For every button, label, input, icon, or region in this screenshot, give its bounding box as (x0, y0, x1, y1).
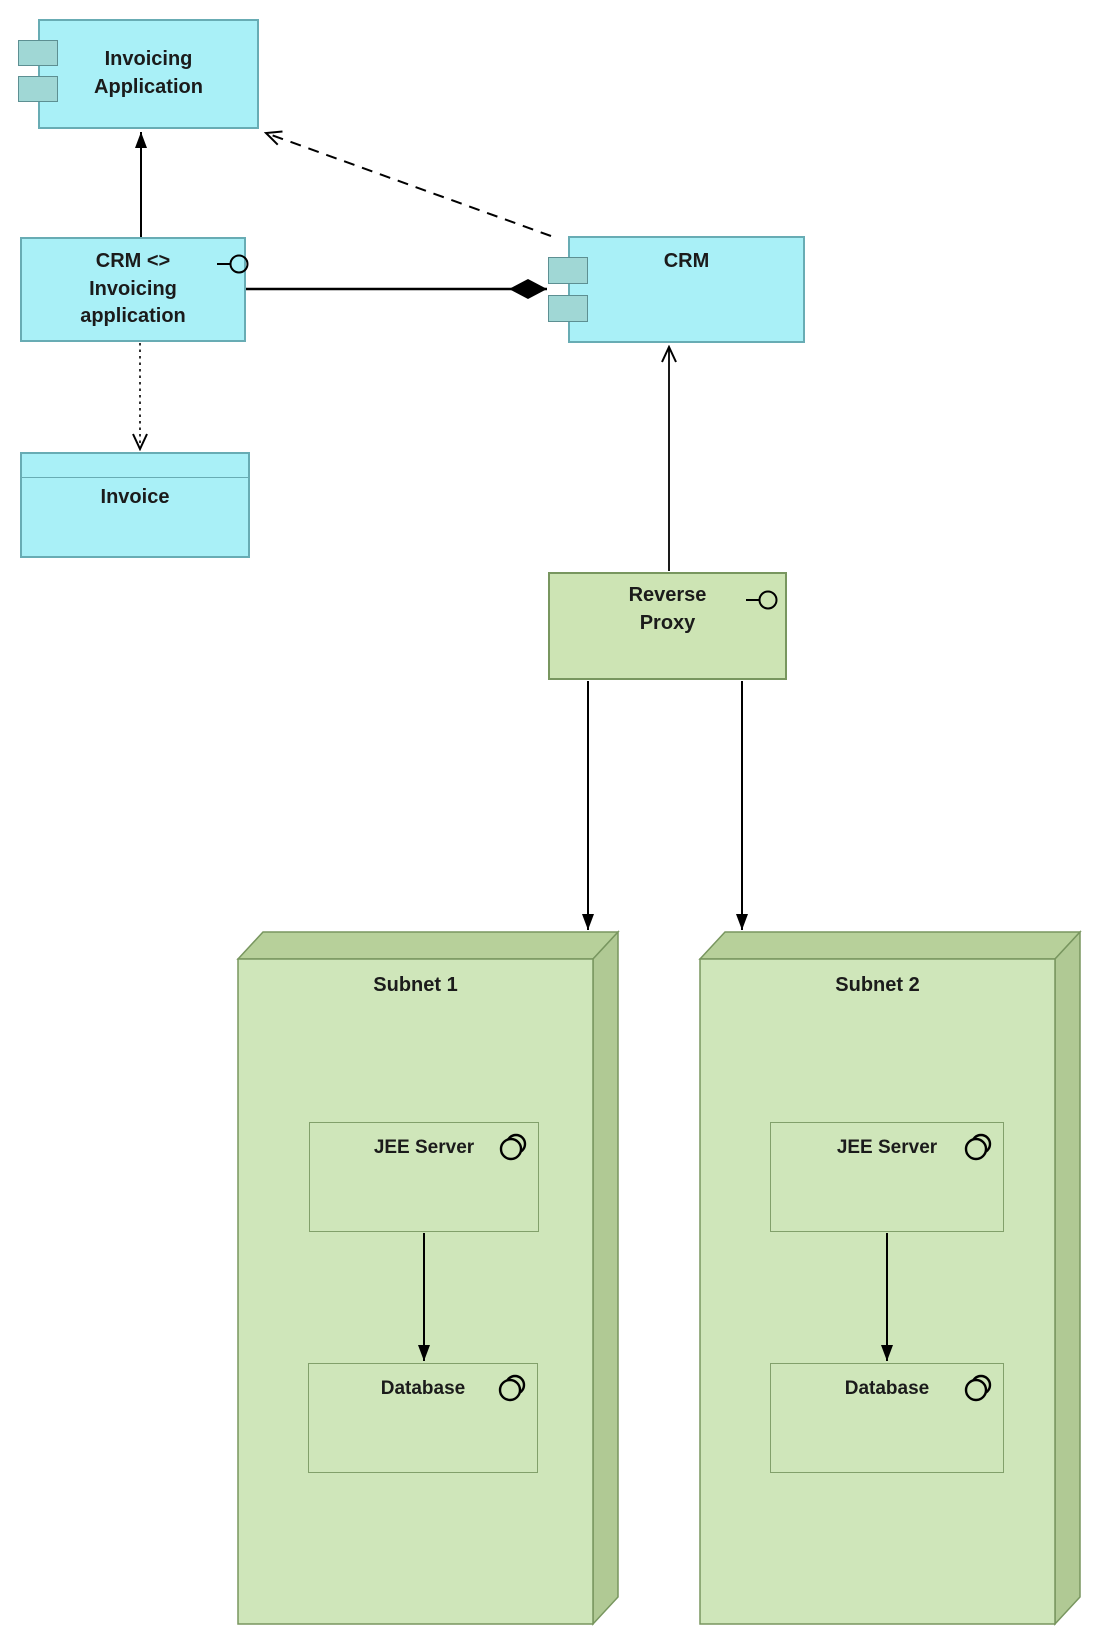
lollipop-interface-icon (217, 254, 249, 274)
invoice-label: Invoice (100, 486, 170, 508)
subnet1-side-face[interactable] (592, 930, 619, 1626)
database-2-label: Database (844, 1378, 930, 1399)
component-tab-icon (548, 257, 588, 284)
lollipop-interface-icon (746, 590, 778, 610)
invoicing-application-label: Invoicing Application (94, 48, 203, 98)
subnet1-top-face[interactable] (236, 931, 620, 960)
subnet2-side-face[interactable] (1054, 930, 1081, 1626)
component-tab-icon (18, 40, 58, 66)
invoice-header-band (22, 454, 248, 478)
component-tab-icon (548, 295, 588, 322)
crm-label: CRM (663, 250, 710, 272)
node-jee-server-2[interactable]: JEE Server (770, 1122, 1004, 1232)
node-database-1[interactable]: Database (308, 1363, 538, 1473)
database-1-label: Database (380, 1378, 466, 1399)
subnet2-front-face[interactable] (699, 958, 1056, 1625)
subnet2-top-face[interactable] (698, 931, 1082, 960)
subnet1-node[interactable] (236, 930, 620, 1626)
jee-server-2-label: JEE Server (836, 1137, 938, 1158)
node-invoicing-application[interactable]: Invoicing Application (18, 19, 259, 129)
subnet2-node[interactable] (698, 930, 1082, 1626)
crm-invoicing-interface-label: CRM <> Invoicing application (80, 250, 186, 328)
node-circles-icon (964, 1133, 992, 1161)
node-invoice[interactable]: Invoice (20, 452, 250, 558)
subnet2-label: Subnet 2 (835, 974, 920, 996)
node-circles-icon (964, 1374, 992, 1402)
jee-server-1-label: JEE Server (373, 1137, 475, 1158)
component-tab-icon (18, 76, 58, 102)
node-crm[interactable]: CRM (548, 236, 805, 343)
subnet1-front-face[interactable] (237, 958, 594, 1625)
node-circles-icon (499, 1133, 527, 1161)
node-reverse-proxy[interactable]: Reverse Proxy (548, 572, 787, 680)
node-circles-icon (498, 1374, 526, 1402)
node-crm-invoicing-interface[interactable]: CRM <> Invoicing application (20, 237, 249, 342)
subnet1-label: Subnet 1 (373, 974, 458, 996)
node-jee-server-1[interactable]: JEE Server (309, 1122, 539, 1232)
node-database-2[interactable]: Database (770, 1363, 1004, 1473)
reverse-proxy-label: Reverse Proxy (628, 584, 707, 634)
